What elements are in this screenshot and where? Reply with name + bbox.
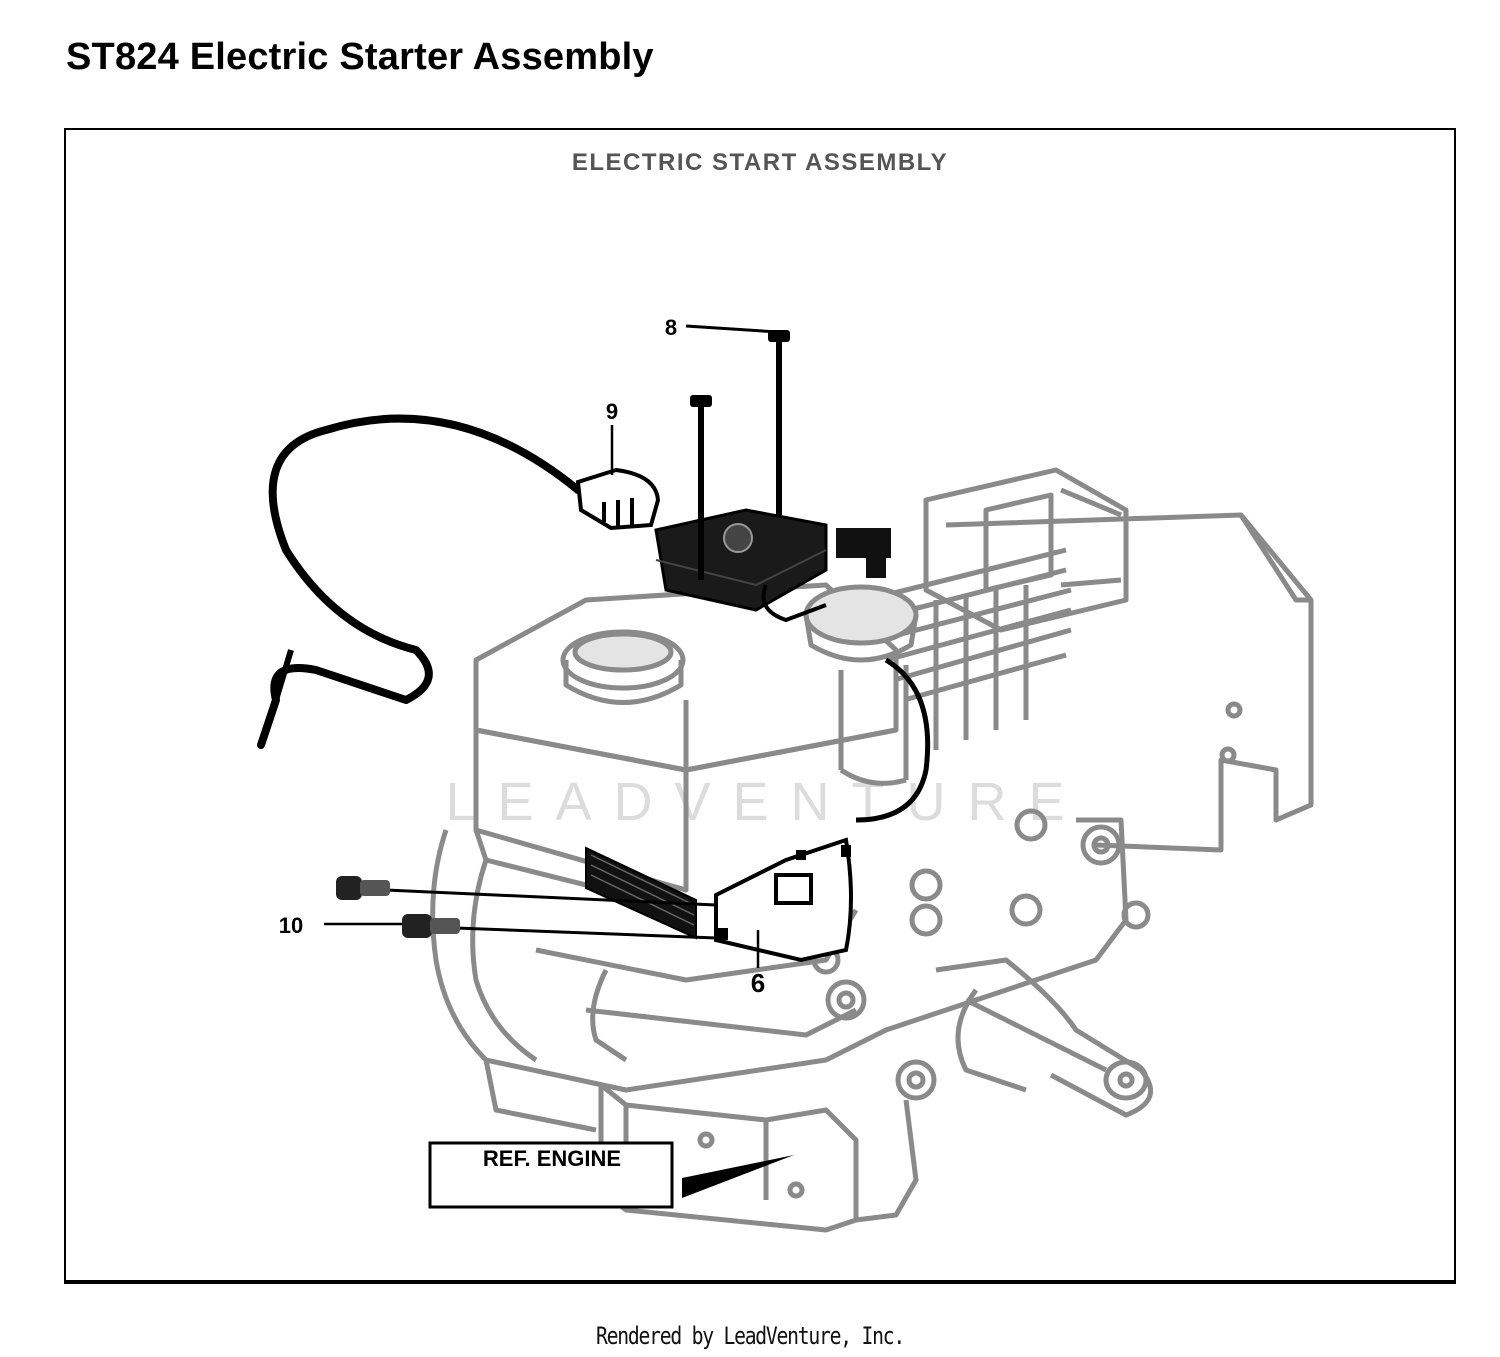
footer-credit: Rendered by LeadVenture, Inc. bbox=[596, 1322, 905, 1350]
wire-leads-part-10 bbox=[336, 876, 717, 940]
mounting-screws-part-8 bbox=[685, 324, 790, 580]
parts-diagram: ELECTRIC START ASSEMBLY LEADVENTURE bbox=[257, 149, 1314, 1233]
reference-engine-label: REF. ENGINE bbox=[483, 1146, 621, 1171]
page-title: ST824 Electric Starter Assembly bbox=[66, 36, 654, 78]
starter-switch-part-9 bbox=[257, 414, 931, 823]
callout-10: 10 bbox=[279, 913, 402, 938]
callout-6: 6 bbox=[751, 930, 765, 998]
diagram-heading: ELECTRIC START ASSEMBLY bbox=[572, 149, 948, 176]
callout-9: 9 bbox=[606, 399, 618, 475]
diagram-frame: ELECTRIC START ASSEMBLY LEADVENTURE bbox=[64, 128, 1456, 1284]
callout-6-label: 6 bbox=[751, 968, 765, 998]
callout-9-label: 9 bbox=[606, 399, 618, 424]
engine-drawing bbox=[430, 467, 1314, 1233]
callout-8: 8 bbox=[665, 315, 677, 340]
callout-8-label: 8 bbox=[665, 315, 677, 340]
reference-arrow bbox=[682, 1155, 794, 1198]
callout-10-label: 10 bbox=[279, 913, 303, 938]
reference-engine-box: REF. ENGINE bbox=[428, 1141, 794, 1209]
electric-starter-part-6 bbox=[585, 837, 853, 963]
watermark: LEADVENTURE bbox=[445, 772, 1086, 832]
